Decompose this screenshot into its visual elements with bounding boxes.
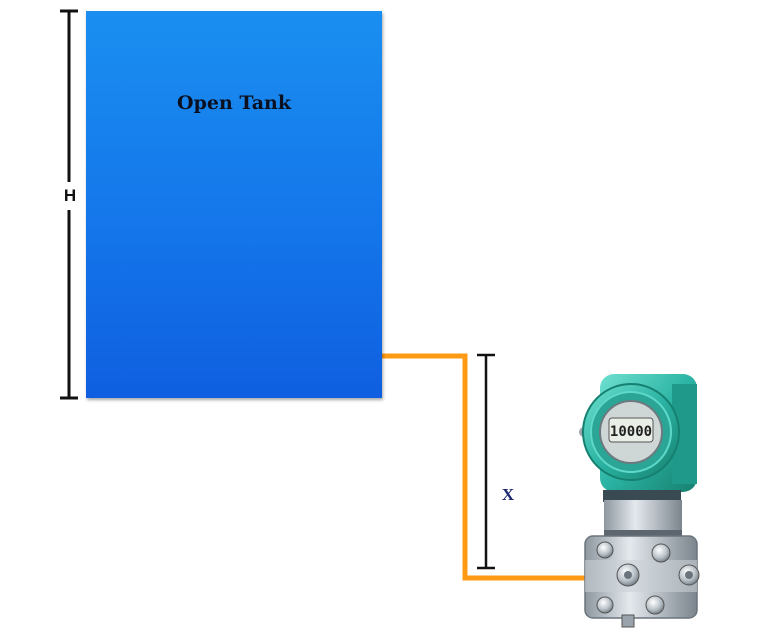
impulse-line	[380, 353, 588, 581]
offset-label: X	[501, 485, 515, 504]
height-label: H	[63, 186, 77, 205]
offset-dimension	[477, 353, 495, 570]
pressure-transmitter-icon: 10000	[579, 374, 700, 628]
lcd-readout: 10000	[610, 424, 652, 440]
open-tank: Open Tank	[86, 11, 382, 398]
height-dimension	[60, 9, 78, 400]
tank-label: Open Tank	[177, 92, 291, 114]
